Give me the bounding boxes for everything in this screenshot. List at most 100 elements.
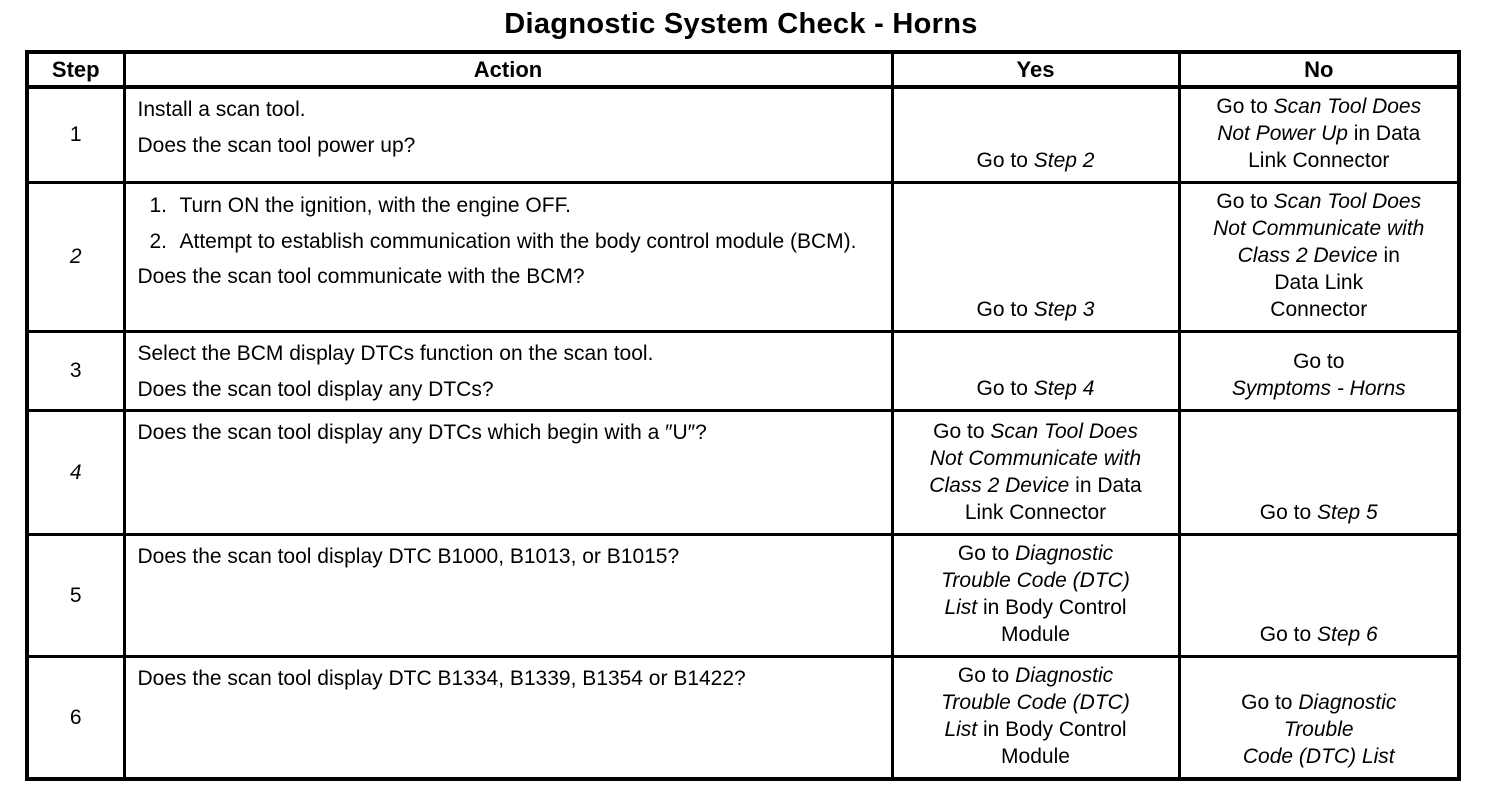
text-run: Does the scan tool display any DTCs whic… bbox=[137, 421, 707, 444]
text-run: Go to bbox=[976, 298, 1034, 321]
text-run: Go to bbox=[1216, 190, 1274, 213]
text-run: Link Connector bbox=[964, 501, 1107, 524]
text-run: Go to bbox=[957, 542, 1016, 565]
text-run: Step 4 bbox=[1033, 377, 1095, 400]
action-text: Does the scan tool communicate with the … bbox=[138, 264, 881, 290]
header-yes: Yes bbox=[890, 50, 1181, 89]
action-text: Does the scan tool power up? bbox=[138, 133, 881, 159]
action-cell: Does the scan tool display DTC B1000, B1… bbox=[122, 533, 894, 658]
yes-cell: Go to Step 3 bbox=[890, 181, 1181, 333]
text-run: Diagnostic bbox=[1298, 691, 1397, 714]
text-run: Module bbox=[1001, 745, 1070, 768]
action-text: Does the scan tool display any DTCs whic… bbox=[138, 420, 881, 446]
action-text: Does the scan tool display any DTCs? bbox=[138, 377, 881, 403]
text-run: Go to bbox=[976, 149, 1034, 172]
text-run: Does the scan tool communicate with the … bbox=[137, 265, 585, 288]
text-run: Step 3 bbox=[1033, 298, 1095, 321]
table-row: 2 1. Turn ON the ignition, with the engine… bbox=[25, 181, 1461, 333]
step-cell: 6 bbox=[25, 655, 126, 781]
list-item-text: Turn ON the ignition, with the engine OF… bbox=[180, 192, 881, 220]
text-run: Connector bbox=[1270, 298, 1368, 321]
text-run: Step 5 bbox=[1316, 501, 1378, 524]
text-run: Step 2 bbox=[1033, 149, 1095, 172]
text-run: Not Communicate with bbox=[929, 447, 1142, 470]
page-title: Diagnostic System Check - Horns bbox=[504, 8, 978, 40]
text-run: Turn ON the ignition, with the engine OF… bbox=[179, 194, 571, 217]
text-run: Scan Tool Does bbox=[1273, 190, 1422, 213]
text-run: Not Communicate with bbox=[1213, 217, 1425, 240]
text-run: Go to bbox=[976, 377, 1034, 400]
action-text: Does the scan tool display DTC B1334, B1… bbox=[138, 666, 881, 692]
document-page: Diagnostic System Check - Horns Step Act… bbox=[25, 8, 1461, 781]
no-cell: Go to Step 5 bbox=[1177, 409, 1461, 536]
text-run: Scan Tool Does bbox=[990, 420, 1138, 443]
step-cell: 3 bbox=[25, 330, 126, 412]
action-cell: Install a scan tool. Does the scan tool p… bbox=[122, 85, 894, 184]
text-run: in Data bbox=[1347, 122, 1421, 145]
step-cell: 2 bbox=[25, 181, 126, 333]
no-cell: Go to Symptoms - Horns bbox=[1177, 330, 1461, 412]
text-run: Attempt to establish communication with … bbox=[179, 230, 857, 253]
table-row: 3 Select the BCM display DTCs function on… bbox=[25, 330, 1461, 412]
text-run: Go to bbox=[1216, 95, 1274, 118]
text-run: Select the BCM display DTCs function on … bbox=[137, 342, 654, 365]
text-run: Diagnostic bbox=[1015, 542, 1114, 565]
table-row: 5 Does the scan tool display DTC B1000, B… bbox=[25, 533, 1461, 658]
table-body: 1 Install a scan tool. Does the scan tool … bbox=[25, 85, 1461, 781]
yes-cell: Go to Step 4 bbox=[890, 330, 1181, 412]
text-run: Data Link bbox=[1274, 271, 1364, 294]
no-cell: Go to Step 6 bbox=[1177, 533, 1461, 658]
numbered-list-item: 2. Attempt to establish communication wit… bbox=[138, 228, 881, 256]
text-run: Does the scan tool display DTC B1000, B1… bbox=[137, 545, 680, 568]
text-run: List bbox=[944, 596, 978, 619]
text-run: Does the scan tool display any DTCs? bbox=[137, 378, 494, 401]
text-run: Install a scan tool. bbox=[137, 98, 306, 121]
text-run: Go to bbox=[1241, 691, 1299, 714]
text-run: Class 2 Device bbox=[929, 474, 1070, 497]
header-no: No bbox=[1177, 50, 1461, 89]
action-text: Does the scan tool display DTC B1000, B1… bbox=[138, 544, 881, 570]
text-run: Diagnostic bbox=[1015, 664, 1114, 687]
text-run: Scan Tool Does bbox=[1273, 95, 1422, 118]
table-row: 6 Does the scan tool display DTC B1334, B… bbox=[25, 655, 1461, 781]
text-run: Step 6 bbox=[1316, 623, 1378, 646]
action-cell: 1. Turn ON the ignition, with the engine … bbox=[122, 181, 894, 333]
text-run: Symptoms - Horns bbox=[1231, 377, 1406, 400]
header-step: Step bbox=[25, 50, 126, 89]
text-run: Go to bbox=[1259, 623, 1317, 646]
text-run: Trouble Code (DTC) bbox=[941, 569, 1130, 592]
text-run: Go to bbox=[1293, 350, 1345, 373]
action-text: Select the BCM display DTCs function on … bbox=[138, 341, 881, 367]
yes-cell: Go to Step 2 bbox=[890, 85, 1181, 184]
numbered-list-item: 1. Turn ON the ignition, with the engine … bbox=[138, 192, 881, 220]
text-run: Trouble bbox=[1283, 718, 1354, 741]
text-run: in Body Control bbox=[977, 596, 1127, 619]
text-run: Trouble Code (DTC) bbox=[941, 691, 1130, 714]
table-header: Step Action Yes No bbox=[25, 50, 1461, 89]
action-cell: Does the scan tool display DTC B1334, B1… bbox=[122, 655, 894, 781]
text-run: Does the scan tool display DTC B1334, B1… bbox=[137, 667, 746, 690]
header-action: Action bbox=[122, 50, 894, 89]
action-text: Install a scan tool. bbox=[138, 97, 881, 123]
table-row: 1 Install a scan tool. Does the scan tool … bbox=[25, 85, 1461, 184]
step-cell: 1 bbox=[25, 85, 126, 184]
action-cell: Does the scan tool display any DTCs whic… bbox=[122, 409, 894, 536]
header-row: Step Action Yes No bbox=[25, 50, 1461, 89]
text-run: Link Connector bbox=[1248, 149, 1390, 172]
table-row: 4 Does the scan tool display any DTCs whi… bbox=[25, 409, 1461, 536]
text-run: in Data bbox=[1069, 474, 1142, 497]
text-run: Class 2 Device bbox=[1237, 244, 1378, 267]
list-item-number: 1. bbox=[149, 194, 168, 217]
text-run: Code (DTC) List bbox=[1242, 745, 1395, 768]
list-item-number: 2. bbox=[149, 230, 168, 253]
text-run: Does the scan tool power up? bbox=[137, 134, 416, 157]
text-run: Go to bbox=[957, 664, 1016, 687]
step-cell: 5 bbox=[25, 533, 126, 658]
text-run: Go to bbox=[933, 420, 991, 443]
step-cell: 4 bbox=[25, 409, 126, 536]
